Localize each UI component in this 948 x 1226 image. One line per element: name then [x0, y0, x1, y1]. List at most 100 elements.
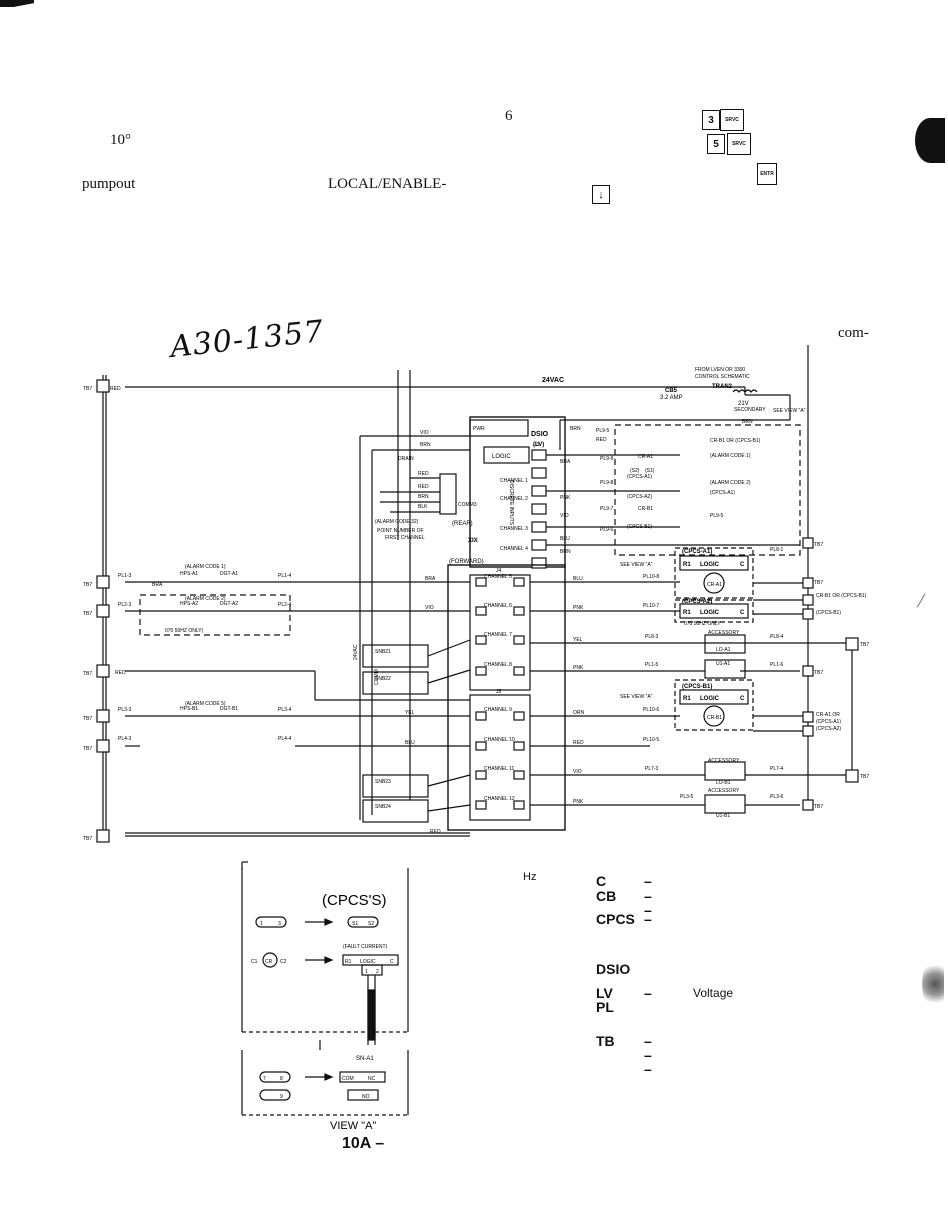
label-pl9-8: PL9-8	[600, 480, 614, 486]
label-cr-a1-top: CR-A1	[638, 454, 653, 460]
view-a-c1: C1	[251, 959, 258, 965]
label-hps-b1: HPS-B1	[180, 706, 198, 712]
label-cr-a1-or-right: CR-A1 OR	[816, 712, 840, 718]
label-tb7-r1: TB7	[814, 542, 823, 548]
legend-dash-cpcs: –	[644, 911, 652, 927]
view-a-s1: S1	[352, 921, 358, 927]
label-logic-3: LOGIC	[700, 696, 720, 702]
view-a-n2: 2	[376, 969, 379, 975]
label-cpcs-b1-top: (CPCS-B1)	[627, 524, 652, 530]
view-a-nc: NC	[368, 1076, 376, 1082]
legend-abbr-cb: CB	[596, 888, 617, 904]
label-pwr: PWR	[473, 426, 485, 432]
label-pl3-5: PL3-5	[680, 794, 694, 800]
label-logic-2: LOGIC	[700, 610, 720, 616]
view-a-n3-left: 3	[278, 921, 281, 927]
legend-dash-9: –	[644, 1047, 652, 1063]
label-alarm-5: (ALARM CODE 5)	[185, 701, 226, 707]
view-a-n7: 7	[263, 1076, 266, 1082]
text-fragment-pumpout: pumpout	[82, 176, 136, 192]
legend-abbr-c: C	[596, 873, 607, 889]
label-snb22: SNB22	[375, 676, 391, 682]
label-tb7-r4: TB7	[814, 670, 823, 676]
label-channel-10: CHANNEL 10	[484, 737, 515, 743]
wire-vio-right: VIO	[573, 769, 582, 775]
label-pl10-7: PL10-7	[643, 603, 659, 609]
label-pl10-5: PL10-5	[643, 737, 659, 743]
label-tb7-r2: TB7	[814, 580, 823, 586]
label-from: FROM LVEN OR 3300	[695, 367, 745, 373]
label-tb7-4: TB7	[83, 716, 92, 722]
wire-red-comm: RED	[418, 471, 429, 477]
label-cs2: (S2)	[630, 468, 640, 474]
wire-yel-right: YEL	[573, 637, 583, 643]
label-cpcs-a1-right: (CPCS-A1)	[710, 490, 735, 496]
wire-pnk-right: PNK	[573, 605, 584, 611]
label-24vac-vertical: 24VAC	[353, 644, 359, 660]
label-pl3-4: PL3-4	[278, 707, 292, 713]
label-pl4-3: PL4-3	[118, 736, 132, 742]
right-bleed-mark	[915, 118, 945, 163]
label-c-2: C	[740, 610, 745, 616]
key-srvc: SRVC	[720, 109, 744, 131]
label-pl8-1: PL8-1	[770, 547, 784, 553]
label-snb21: SNB21	[375, 649, 391, 655]
label-logic: LOGIC	[492, 454, 511, 460]
label-alarm-32: (ALARM CODE 32)	[375, 519, 419, 525]
label-pl2-3: PL2-3	[118, 602, 132, 608]
label-channel-5: CHANNEL 5	[484, 574, 512, 580]
wire-brn-dsio: BRN	[560, 549, 571, 555]
label-tb7-r6: TB7	[814, 804, 823, 810]
label-dsio: DSIO	[531, 431, 549, 438]
label-dgt-a2: DGT-A2	[220, 601, 238, 607]
view-a-no: NO	[362, 1094, 370, 1100]
label-tb7-5: TB7	[83, 746, 92, 752]
label-lo-a1: LO-A1	[716, 647, 731, 653]
label-see-view-a-1: SEE VIEW "A"	[620, 562, 653, 568]
label-pl1-3: PL1-3	[118, 573, 132, 579]
label-first-channel: FIRST CHANNEL	[385, 535, 425, 541]
key-3: 3	[702, 110, 720, 130]
label-cpcs-a2-top: (CPCS-A2)	[627, 494, 652, 500]
label-cr-a1: CR-A1	[707, 582, 722, 588]
label-cr-b1-top: CR-B1	[638, 506, 653, 512]
wire-red-left: RED	[115, 670, 126, 676]
label-u1-b1: U1-B1	[716, 813, 730, 819]
label-cs1: (S1)	[645, 468, 655, 474]
hz-label: Hz	[523, 871, 537, 883]
label-pl9-7: PL9-7	[600, 506, 614, 512]
label-pl1-5: PL1-5	[645, 662, 659, 668]
label-accessory-2: ACCESSORY	[708, 758, 740, 764]
label-tb7-2: TB7	[83, 611, 92, 617]
key-srvc-2: SRVC	[727, 133, 751, 155]
label-24vac: 24VAC	[542, 377, 564, 384]
wire-red-right: RED	[573, 740, 584, 746]
label-pl9-9: PL9-9	[600, 456, 614, 462]
label-tb7-top: TB7	[83, 386, 92, 392]
label-pl9-6: PL9-6	[600, 527, 614, 533]
label-snb23: SNB23	[375, 779, 391, 785]
key-down-arrow: ↓	[592, 185, 610, 204]
label-see-view-a-2: SEE VIEW "A"	[620, 694, 653, 700]
label-r1-2: R1	[683, 610, 691, 616]
view-a-c: C	[390, 959, 394, 965]
view-a-logic: LOGIC	[360, 959, 376, 965]
label-right-alarm-2: (ALARM CODE 2)	[710, 480, 751, 486]
label-cpcs-a1-top: (CPCS-A1)	[627, 474, 652, 480]
abbreviation-legend: C – CB – – CPCS – DSIO LV – Voltage PL T…	[596, 873, 796, 1077]
label-channel-12: CHANNEL 12	[484, 796, 515, 802]
wire-blu-right: BLU	[573, 576, 583, 582]
label-hps-a2: HPS-A2	[180, 601, 198, 607]
legend-dash-10: –	[644, 1061, 652, 1077]
view-a-cpcs: (CPCS'S)	[322, 892, 387, 909]
wire-pnk-right-2: PNK	[573, 665, 584, 671]
text-fragment-six: 6	[505, 108, 513, 124]
label-accessory-3: ACCESSORY	[708, 788, 740, 794]
wire-yel: YEL	[405, 710, 415, 716]
text-fragment-local-enable: LOCAL/ENABLE-	[328, 176, 447, 192]
view-a-n9: 9	[280, 1094, 283, 1100]
legend-dash-tb: –	[644, 1033, 652, 1049]
view-a-n1: 1	[365, 969, 368, 975]
label-channel-3: CHANNEL 3	[500, 526, 528, 532]
label-j3: J3	[534, 442, 540, 448]
